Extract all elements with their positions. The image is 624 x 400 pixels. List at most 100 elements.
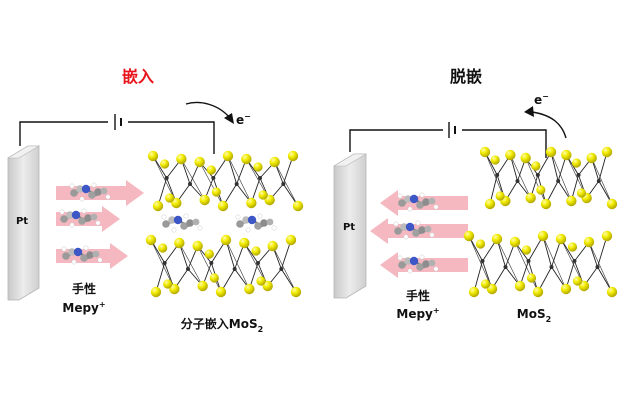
sulfur-atom: [510, 237, 520, 247]
sulfur-atom: [199, 195, 209, 205]
mepy-molecule: [236, 214, 276, 232]
sulfur-atom: [151, 287, 161, 297]
sulfur-atom: [212, 187, 221, 196]
curved-arrow-icon: [186, 103, 230, 118]
right-electron-label: e−: [534, 92, 549, 107]
molybdenum-atom: [163, 261, 167, 265]
mo-s-bond: [589, 242, 612, 292]
molybdenum-atom: [527, 259, 531, 263]
right-panel: 脱嵌 Pt e−: [334, 67, 617, 324]
sulfur-atom: [531, 161, 540, 170]
sulfur-atom: [239, 238, 249, 248]
sulfur-atom: [496, 191, 505, 200]
sulfur-atom: [146, 235, 156, 245]
sulfur-atom: [538, 231, 548, 241]
molybdenum-atom: [550, 265, 554, 269]
curved-arrow-icon: [532, 112, 566, 138]
left-pt-electrode: Pt: [8, 146, 39, 300]
sulfur-atom: [602, 147, 612, 157]
mo-s-bond: [592, 158, 612, 204]
sulfur-atom: [525, 193, 535, 203]
sulfur-atom: [515, 281, 525, 291]
molybdenum-atom: [573, 259, 577, 263]
mo-s-bond: [275, 162, 298, 206]
right-panel-title: 脱嵌: [450, 67, 482, 86]
left-panel: 嵌入 Pt e−: [8, 67, 303, 334]
sulfur-atom: [158, 243, 167, 252]
sulfur-atom: [584, 237, 594, 247]
sulfur-atom: [568, 242, 577, 251]
sulfur-atom: [256, 276, 265, 285]
left-electron: e−: [186, 103, 251, 127]
molybdenum-atom: [165, 176, 169, 180]
right-electron: e−: [524, 92, 566, 138]
molybdenum-atom: [536, 173, 540, 177]
sulfur-atom: [586, 153, 596, 163]
sulfur-atom: [476, 239, 485, 248]
molybdenum-atom: [258, 176, 262, 180]
sulfur-atom: [541, 199, 551, 209]
sulfur-atom: [469, 287, 479, 297]
molybdenum-atom: [209, 261, 213, 265]
sulfur-atom: [194, 157, 204, 167]
sulfur-atom: [205, 249, 214, 258]
left-mos2-bottom-layer: [146, 235, 301, 297]
sulfur-atom: [520, 153, 530, 163]
sulfur-atom: [291, 287, 301, 297]
molybdenum-atom: [504, 265, 508, 269]
mepy-molecule: [162, 214, 202, 232]
sulfur-atom: [464, 231, 474, 241]
sulfur-atom: [221, 235, 231, 245]
sulfur-atom: [258, 190, 267, 199]
molybdenum-atom: [516, 179, 520, 183]
sulfur-atom: [505, 150, 515, 160]
molybdenum-atom: [481, 259, 485, 263]
sulfur-atom: [165, 193, 174, 202]
sulfur-atom: [176, 154, 186, 164]
left-product-label: 分子嵌入MoS2: [181, 316, 263, 334]
sulfur-atom: [253, 162, 262, 171]
sulfur-atom: [160, 159, 169, 168]
sulfur-atom: [216, 287, 226, 297]
left-circuit-wire: [20, 122, 214, 154]
left-mos2-top-layer: [148, 151, 303, 211]
molybdenum-atom: [596, 265, 600, 269]
sulfur-atom: [561, 150, 571, 160]
sulfur-atom: [491, 155, 500, 164]
sulfur-atom: [602, 231, 612, 241]
sulfur-atom: [480, 147, 490, 157]
left-cation-formula: Mepy+: [62, 300, 105, 315]
sulfur-atom: [246, 198, 256, 208]
right-cation-formula: Mepy+: [396, 306, 439, 321]
left-electrode-label: Pt: [16, 216, 28, 227]
sulfur-atom: [223, 151, 233, 161]
molybdenum-atom: [597, 179, 601, 183]
sulfur-atom: [492, 234, 502, 244]
molybdenum-atom: [281, 182, 285, 186]
sulfur-atom: [218, 201, 228, 211]
sulfur-atom: [527, 273, 536, 282]
sulfur-atom: [481, 279, 490, 288]
molybdenum-atom: [211, 176, 215, 180]
sulfur-atom: [192, 241, 202, 251]
sulfur-atom: [269, 157, 279, 167]
sulfur-atom: [267, 241, 277, 251]
right-product-label: MoS2: [517, 307, 551, 324]
right-mos2-top-layer: [480, 147, 617, 209]
battery-symbol-icon: [115, 114, 121, 130]
molybdenum-atom: [495, 173, 499, 177]
sulfur-atom: [556, 234, 566, 244]
sulfur-atom: [251, 246, 260, 255]
sulfur-atom: [561, 284, 571, 294]
sulfur-atom: [566, 196, 576, 206]
molybdenum-atom: [256, 261, 260, 265]
sulfur-atom: [536, 185, 545, 194]
sulfur-atom: [573, 276, 582, 285]
sulfur-atom: [210, 273, 219, 282]
sulfur-atom: [286, 235, 296, 245]
sulfur-atom: [241, 154, 251, 164]
right-electrode-label: Pt: [343, 222, 355, 233]
left-panel-title: 嵌入: [122, 67, 154, 86]
